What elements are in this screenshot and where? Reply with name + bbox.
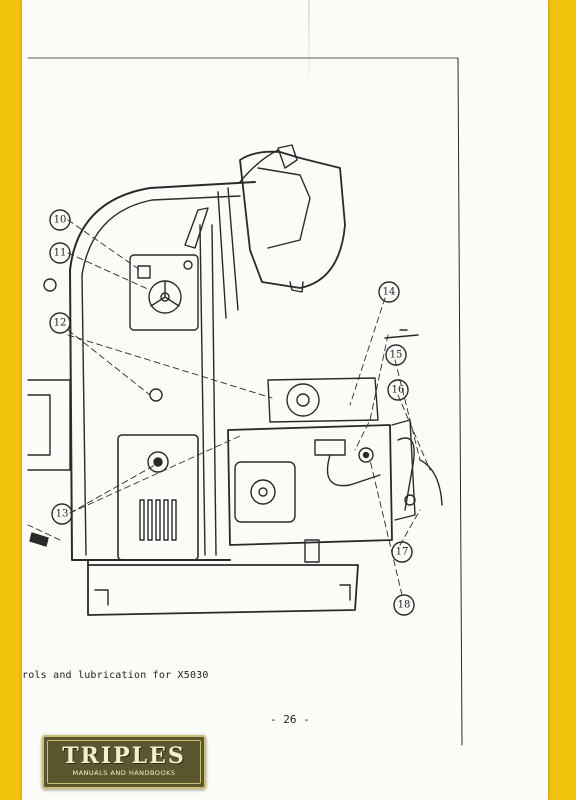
knee-handwheel-hub [258, 487, 268, 497]
gearbox-cover [314, 439, 346, 456]
logo-name: TRIPLES [62, 743, 186, 769]
vent-slots [139, 499, 177, 541]
spring-cylinder [184, 207, 209, 249]
callout-12: 12 [54, 318, 67, 329]
callout-13-circle [51, 503, 73, 525]
leader-lines [27, 219, 431, 596]
lower-panel [117, 434, 199, 561]
triples-logo: TRIPLES MANUALS AND HANDBOOKS [42, 735, 206, 789]
lever-arm [419, 459, 443, 506]
callout-11: 11 [54, 248, 67, 259]
figure-caption: rols and lubrication for X5030 [22, 670, 209, 681]
feed-lever [397, 437, 415, 511]
callout-14-circle [378, 281, 400, 303]
callout-12-circle [49, 312, 71, 334]
knee-panel [234, 461, 296, 523]
saddle-handwheel [286, 383, 320, 417]
callout-markers [49, 209, 415, 616]
saddle-handwheel-hub [296, 393, 310, 407]
column-left-edge [69, 269, 231, 561]
page-crease [308, 0, 310, 90]
callout-16-circle [387, 379, 409, 401]
motor-head [239, 150, 346, 289]
machine-base [87, 559, 359, 616]
callout-13: 13 [56, 509, 69, 520]
column-top-curve [69, 181, 256, 271]
elevating-screw [304, 539, 320, 563]
lower-dial-center [153, 457, 163, 467]
overarm-stub [27, 379, 71, 471]
fitting-icon [29, 532, 49, 547]
head-support [217, 187, 239, 319]
oil-point-12 [149, 388, 163, 402]
upper-panel [129, 254, 199, 331]
column-inner-edge [81, 274, 87, 556]
feed-knob [404, 494, 416, 506]
knee-handwheel [250, 479, 276, 505]
oil-point-18 [358, 447, 374, 463]
upper-indicator [137, 265, 151, 279]
top-fitting-15 [384, 329, 419, 339]
upper-handwheel-spokes [150, 280, 180, 307]
lower-dial [147, 451, 169, 473]
callout-16: 16 [392, 385, 405, 396]
overarm-stub-inner [27, 394, 51, 456]
top-lamp [277, 144, 298, 169]
saddle [267, 377, 379, 423]
base-feet [94, 584, 351, 606]
callout-17: 17 [396, 547, 409, 558]
callout-18: 18 [398, 600, 411, 611]
callout-15: 15 [390, 350, 403, 361]
callout-17-circle [391, 541, 413, 563]
callout-15-circle [385, 344, 407, 366]
callout-10-circle [49, 209, 71, 231]
logo-border [47, 740, 201, 784]
head-detail [257, 167, 311, 249]
oil-line [326, 454, 381, 487]
page-number: - 26 - [270, 713, 310, 726]
logo-tagline: MANUALS AND HANDBOOKS [72, 769, 176, 777]
top-arm [239, 149, 279, 183]
callout-18-circle [393, 594, 415, 616]
upper-knob [183, 260, 193, 270]
knee [227, 424, 393, 546]
column-right-edge [199, 224, 206, 556]
callout-14: 14 [383, 287, 396, 298]
callout-11-circle [49, 242, 71, 264]
oil-cap-left [43, 278, 57, 292]
page-border-right [457, 57, 463, 746]
spindle-nose [289, 281, 304, 293]
column-right-edge-2 [211, 224, 217, 556]
callout-10: 10 [54, 215, 67, 226]
column-inner-curve [81, 195, 241, 276]
